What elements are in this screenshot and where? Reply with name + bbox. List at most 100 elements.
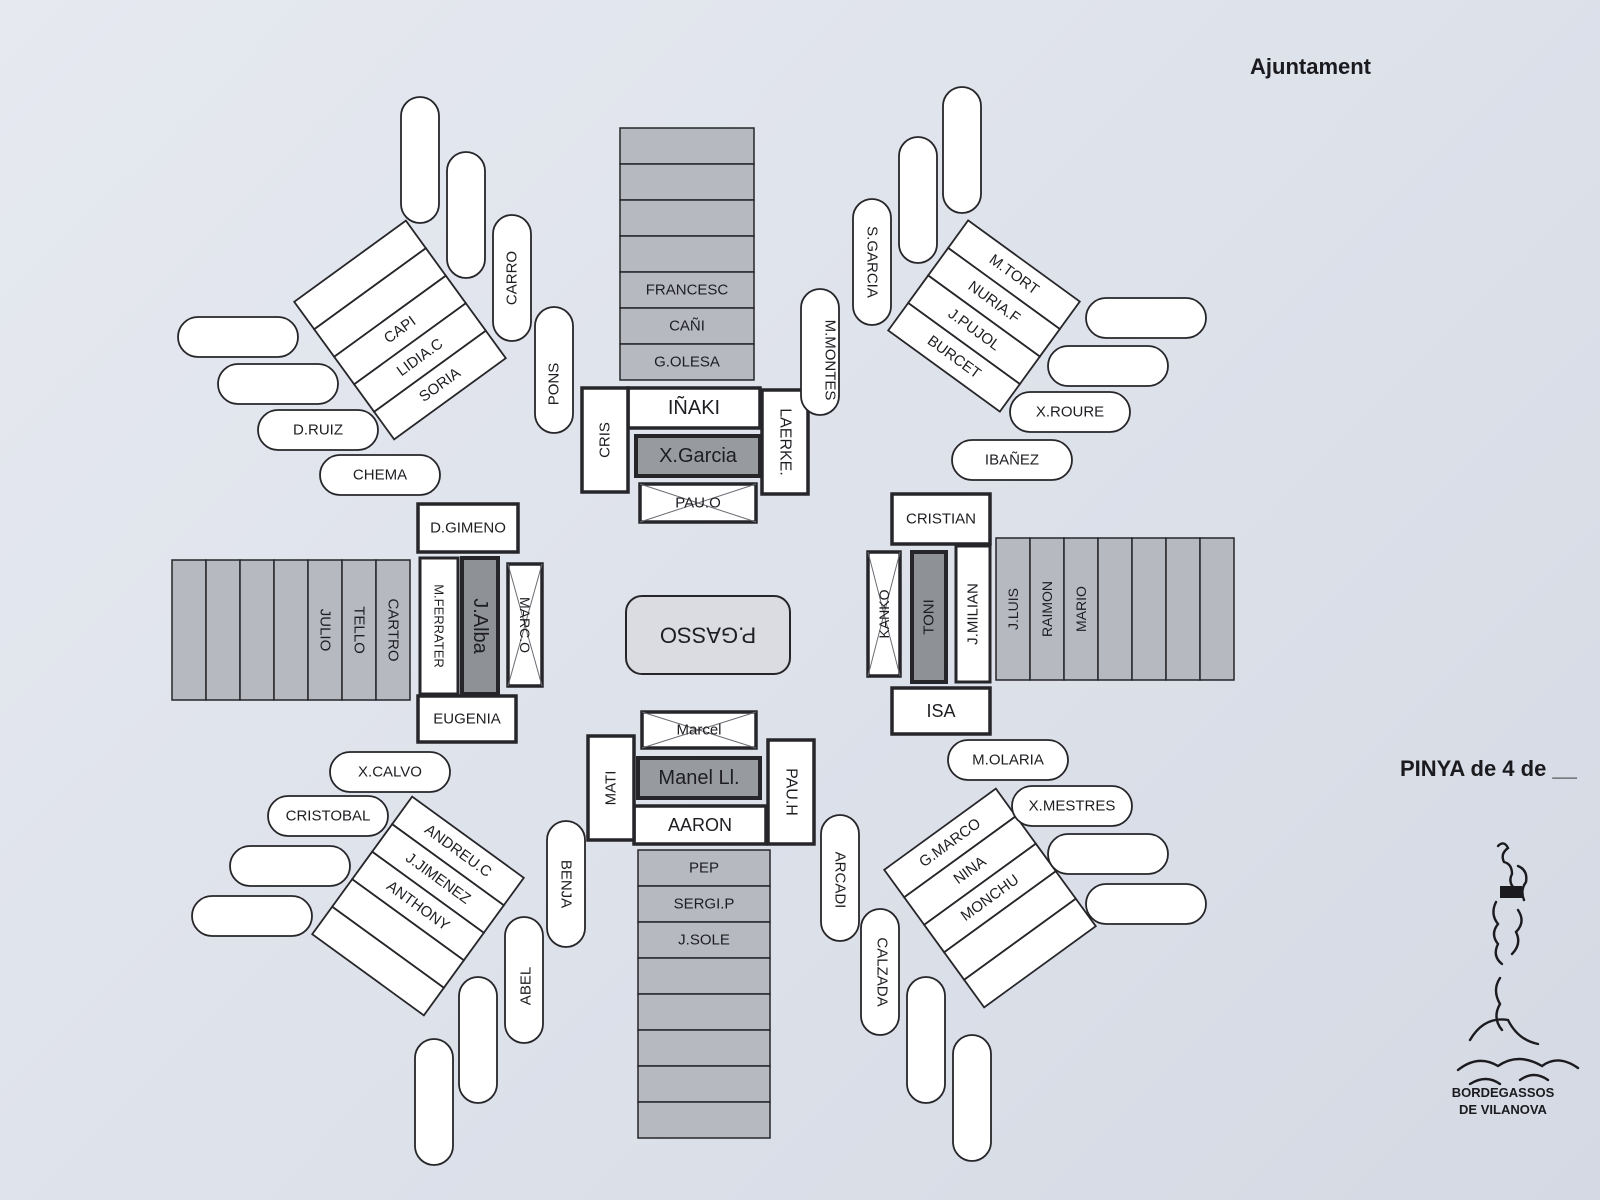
- oval-benja-label: BENJA: [558, 860, 575, 908]
- north-side-left-label: CRIS: [597, 422, 614, 458]
- logo-stroke: [1516, 864, 1528, 902]
- oval-sw-2-shape: [267, 795, 389, 837]
- logo-stroke: [1468, 1018, 1540, 1046]
- oval-ne-3-label: S.GARCIA: [864, 226, 881, 298]
- north-bar-cell: [619, 199, 755, 237]
- east-bar-cell: [1063, 537, 1099, 681]
- south-bar-cell: [637, 1101, 771, 1139]
- north-side-right: [760, 388, 810, 496]
- north-box-2-label: X.Garcia: [659, 445, 738, 467]
- oval-ne-4: [1085, 297, 1207, 339]
- oval-abel-frame: [504, 916, 544, 1044]
- oval-se-1-shape: [947, 739, 1069, 781]
- logo-stroke: [1492, 900, 1504, 966]
- north-bar-cell: [619, 271, 755, 309]
- logo-line-2: DE VILANOVA: [1459, 1102, 1547, 1117]
- west-bar-cell: [239, 559, 275, 701]
- oval-mmontes-label: M.MONTES: [822, 320, 839, 401]
- east-bar-cell: [1029, 537, 1065, 681]
- oval-ne-2: [898, 136, 938, 264]
- center-position: P.GASSO: [625, 595, 791, 675]
- oval-se-3: [1047, 833, 1169, 875]
- ne-arm-row: [886, 301, 1022, 413]
- east-bottom-box: [890, 686, 992, 736]
- oval-sw-7-shape: [414, 1038, 454, 1166]
- se-arm-row: [962, 897, 1098, 1009]
- south-side-right-label: PAU.H: [783, 768, 800, 816]
- east-bar-cell: [1131, 537, 1167, 681]
- north-bar-cell: [619, 163, 755, 201]
- oval-se-2-label: X.MESTRES: [1029, 798, 1116, 815]
- cross-line: [639, 483, 757, 523]
- south-bar-cell: [637, 1029, 771, 1067]
- oval-benja-frame-shape: [546, 820, 586, 948]
- nw-arm-row: [372, 329, 508, 441]
- west-bar-cell: [375, 559, 411, 701]
- oval-se-7: [952, 1034, 992, 1162]
- south-bar-cell-label: J.SOLE: [678, 932, 730, 949]
- oval-se-1-label: M.OLARIA: [972, 752, 1044, 769]
- oval-abel-label: ABEL: [518, 967, 535, 1005]
- north-bar-cell-label: CAÑI: [669, 318, 705, 335]
- oval-sw-2-label: CRISTOBAL: [286, 808, 371, 825]
- logo-stroke: [1496, 842, 1516, 890]
- north-bar-cell: [619, 127, 755, 165]
- east-bar-cell-label: MARIO: [1073, 586, 1089, 632]
- oval-mmontes-frame: [800, 288, 840, 416]
- east-col-2-label: TONI: [921, 599, 938, 635]
- oval-ne-3-frame: [852, 198, 892, 326]
- oval-nw-7-label: CHEMA: [353, 467, 407, 484]
- north-bar-cell-label: G.OLESA: [654, 354, 720, 371]
- south-bar-cell: [637, 921, 771, 959]
- oval-ne-6-shape: [1009, 391, 1131, 433]
- oval-nw-3-frame-shape: [492, 214, 532, 342]
- west-col-1: [418, 556, 460, 696]
- south-side-right: [766, 738, 816, 846]
- oval-ne-6-label: X.ROURE: [1036, 404, 1104, 421]
- east-col-3: [954, 544, 992, 684]
- north-box-1: [626, 386, 762, 430]
- oval-ne-5: [1047, 345, 1169, 387]
- oval-se-2-shape: [1011, 785, 1133, 827]
- east-top-box-label: CRISTIAN: [906, 511, 976, 528]
- logo-belt: [1500, 886, 1522, 898]
- south-box-2-label: Manel Ll.: [658, 767, 739, 789]
- center-name: [625, 595, 791, 675]
- east-bar-cell: [1165, 537, 1201, 681]
- oval-pons-frame: [534, 306, 574, 434]
- west-bottom-box: [416, 694, 518, 744]
- oval-ne-2-shape: [898, 136, 938, 264]
- west-top-box-label: D.GIMENO: [430, 520, 506, 537]
- south-box-2: [636, 756, 762, 800]
- oval-nw-1-shape: [400, 96, 440, 224]
- oval-sw-2: CRISTOBAL: [267, 795, 389, 837]
- logo-figure: [1456, 842, 1580, 1086]
- oval-arcadi-frame-shape: [820, 814, 860, 942]
- north-bar-cell: [619, 307, 755, 345]
- south-side-left: [586, 734, 636, 842]
- oval-abel-frame-shape: [504, 916, 544, 1044]
- west-bar-cell: [273, 559, 309, 701]
- oval-nw-7: CHEMA: [319, 454, 441, 496]
- oval-ne-7-shape: [951, 439, 1073, 481]
- west-bar-cell: [171, 559, 207, 701]
- oval-se-3-shape: [1047, 833, 1169, 875]
- oval-nw-3-frame: [492, 214, 532, 342]
- formation-title: PINYA de 4 de __: [1400, 756, 1577, 781]
- south-bar-cell: [637, 885, 771, 923]
- oval-pons-label: PONS: [546, 363, 563, 406]
- oval-sw-1-shape: [329, 751, 451, 793]
- oval-nw-6-label: D.RUIZ: [293, 422, 343, 439]
- west-bar-cell: [307, 559, 343, 701]
- west-col-2: [460, 556, 500, 696]
- west-bar-cell-label: TELLO: [351, 606, 368, 654]
- north-box-3-label: PAU.O: [675, 495, 721, 512]
- oval-sw-6: [458, 976, 498, 1104]
- oval-nw-5-shape: [217, 363, 339, 405]
- oval-ne-5-shape: [1047, 345, 1169, 387]
- oval-nw-6: D.RUIZ: [257, 409, 379, 451]
